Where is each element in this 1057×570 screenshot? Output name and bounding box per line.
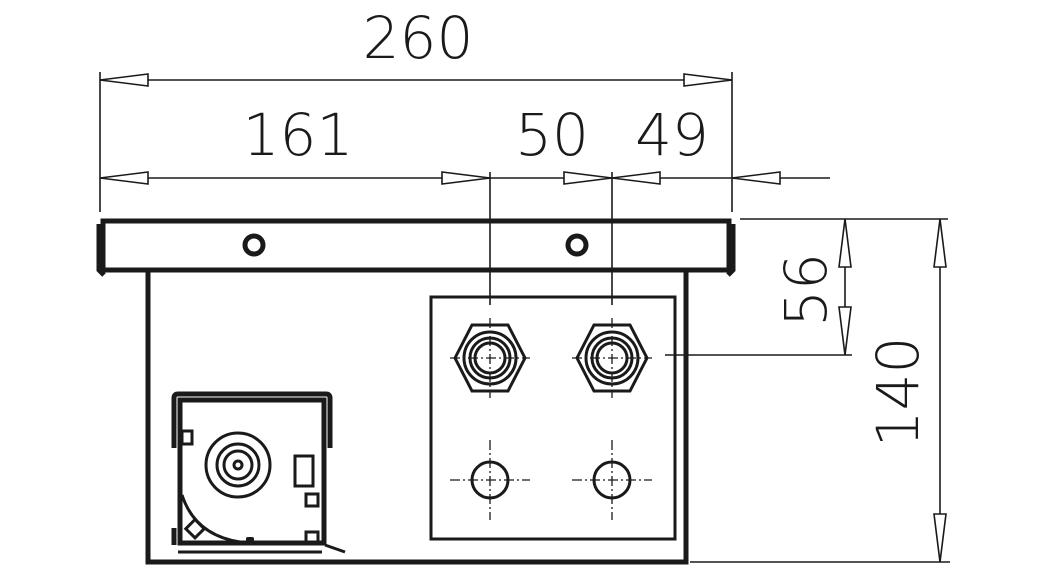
lower-hole-right bbox=[572, 440, 652, 520]
dim-overall-height: 140 bbox=[864, 337, 932, 448]
dim-overall-width: 260 bbox=[363, 4, 474, 72]
connection-plate bbox=[429, 295, 677, 541]
dimension-lines-vertical bbox=[665, 218, 950, 563]
lower-hole-left bbox=[450, 440, 530, 520]
pipe-fitting-supply bbox=[450, 318, 530, 398]
pipe-fitting-return bbox=[572, 318, 652, 398]
bolt-hole-left bbox=[242, 233, 266, 257]
fan-unit bbox=[171, 391, 346, 554]
dim-left-offset: 161 bbox=[243, 101, 354, 169]
dim-right-offset: 49 bbox=[635, 101, 709, 169]
trench-body bbox=[145, 270, 689, 565]
dim-pipe-spacing: 50 bbox=[515, 101, 589, 169]
bolt-hole-right bbox=[565, 233, 589, 257]
dimension-lines-horizontal bbox=[99, 72, 830, 305]
top-flange bbox=[96, 218, 736, 277]
dim-pipe-height: 56 bbox=[772, 253, 840, 327]
